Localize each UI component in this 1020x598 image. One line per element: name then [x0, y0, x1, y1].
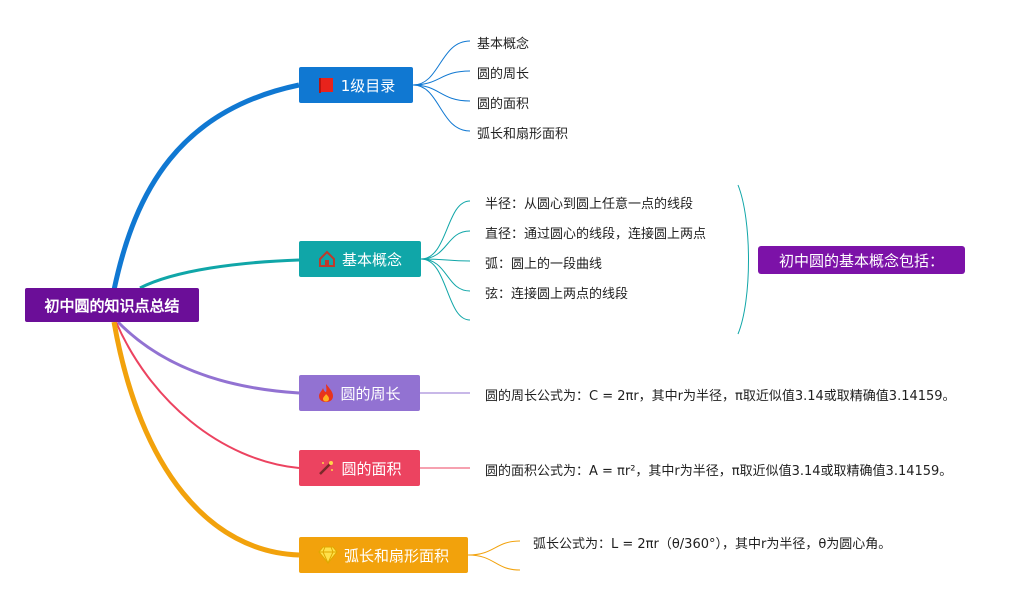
leaf-catalog-1[interactable]: 基本概念: [477, 37, 530, 52]
leaf-circumference-formula[interactable]: 圆的周长公式为：C = 2πr，其中r为半径，π取近似值3.14或取精确值3.1…: [485, 389, 956, 404]
branch-area-label: 圆的面积: [341, 459, 402, 478]
leaf-arc[interactable]: 弧：圆上的一段曲线: [485, 257, 603, 272]
branch-catalog[interactable]: 1级目录: [299, 67, 413, 103]
branch-circumference-label: 圆的周长: [340, 384, 401, 403]
leaf-chord[interactable]: 弦：连接圆上两点的线段: [485, 287, 629, 302]
diamond-icon: [318, 546, 338, 564]
house-icon: [318, 250, 336, 268]
link-root-arc: [111, 321, 300, 558]
leaf-area-formula[interactable]: 圆的面积公式为：A = πr²，其中r为半径，π取近似值3.14或取精确值3.1…: [485, 464, 953, 479]
root-topic[interactable]: 初中圆的知识点总结: [25, 288, 199, 322]
leaf-catalog-4[interactable]: 弧长和扇形面积: [477, 127, 569, 142]
branch-concepts-label: 基本概念: [341, 250, 402, 269]
catalog-leaf-links: [412, 40, 471, 132]
link-root-catalog: [111, 82, 300, 291]
concepts-summary[interactable]: 初中圆的基本概念包括：: [758, 246, 965, 274]
branch-area[interactable]: 圆的面积: [299, 450, 420, 486]
branch-arc-sector-label: 弧长和扇形面积: [343, 546, 449, 565]
leaf-arc-formula[interactable]: 弧长公式为：L = 2πr（θ/360°），其中r为半径，θ为圆心角。: [533, 537, 892, 552]
summary-bracket: [737, 184, 749, 335]
concepts-leaf-links: [420, 200, 471, 321]
leaf-diameter[interactable]: 直径：通过圆心的线段，连接圆上两点: [485, 227, 707, 242]
concepts-summary-label: 初中圆的基本概念包括：: [778, 251, 944, 270]
branch-arc-sector[interactable]: 弧长和扇形面积: [299, 537, 468, 573]
magic-wand-icon: [317, 459, 335, 477]
root-topic-label: 初中圆的知识点总结: [44, 296, 180, 315]
leaf-catalog-2[interactable]: 圆的周长: [477, 67, 530, 82]
arc-leaf-links: [467, 540, 521, 571]
link-root-circumference: [116, 320, 300, 395]
link-root-area: [115, 321, 300, 469]
branch-catalog-label: 1级目录: [340, 76, 396, 95]
fire-icon: [318, 383, 334, 403]
leaf-catalog-3[interactable]: 圆的面积: [477, 97, 530, 112]
link-root-concepts: [139, 258, 300, 290]
leaf-radius[interactable]: 半径：从圆心到圆上任意一点的线段: [485, 197, 694, 212]
branch-concepts[interactable]: 基本概念: [299, 241, 421, 277]
red-flag-icon: [317, 76, 335, 94]
branch-circumference[interactable]: 圆的周长: [299, 375, 420, 411]
